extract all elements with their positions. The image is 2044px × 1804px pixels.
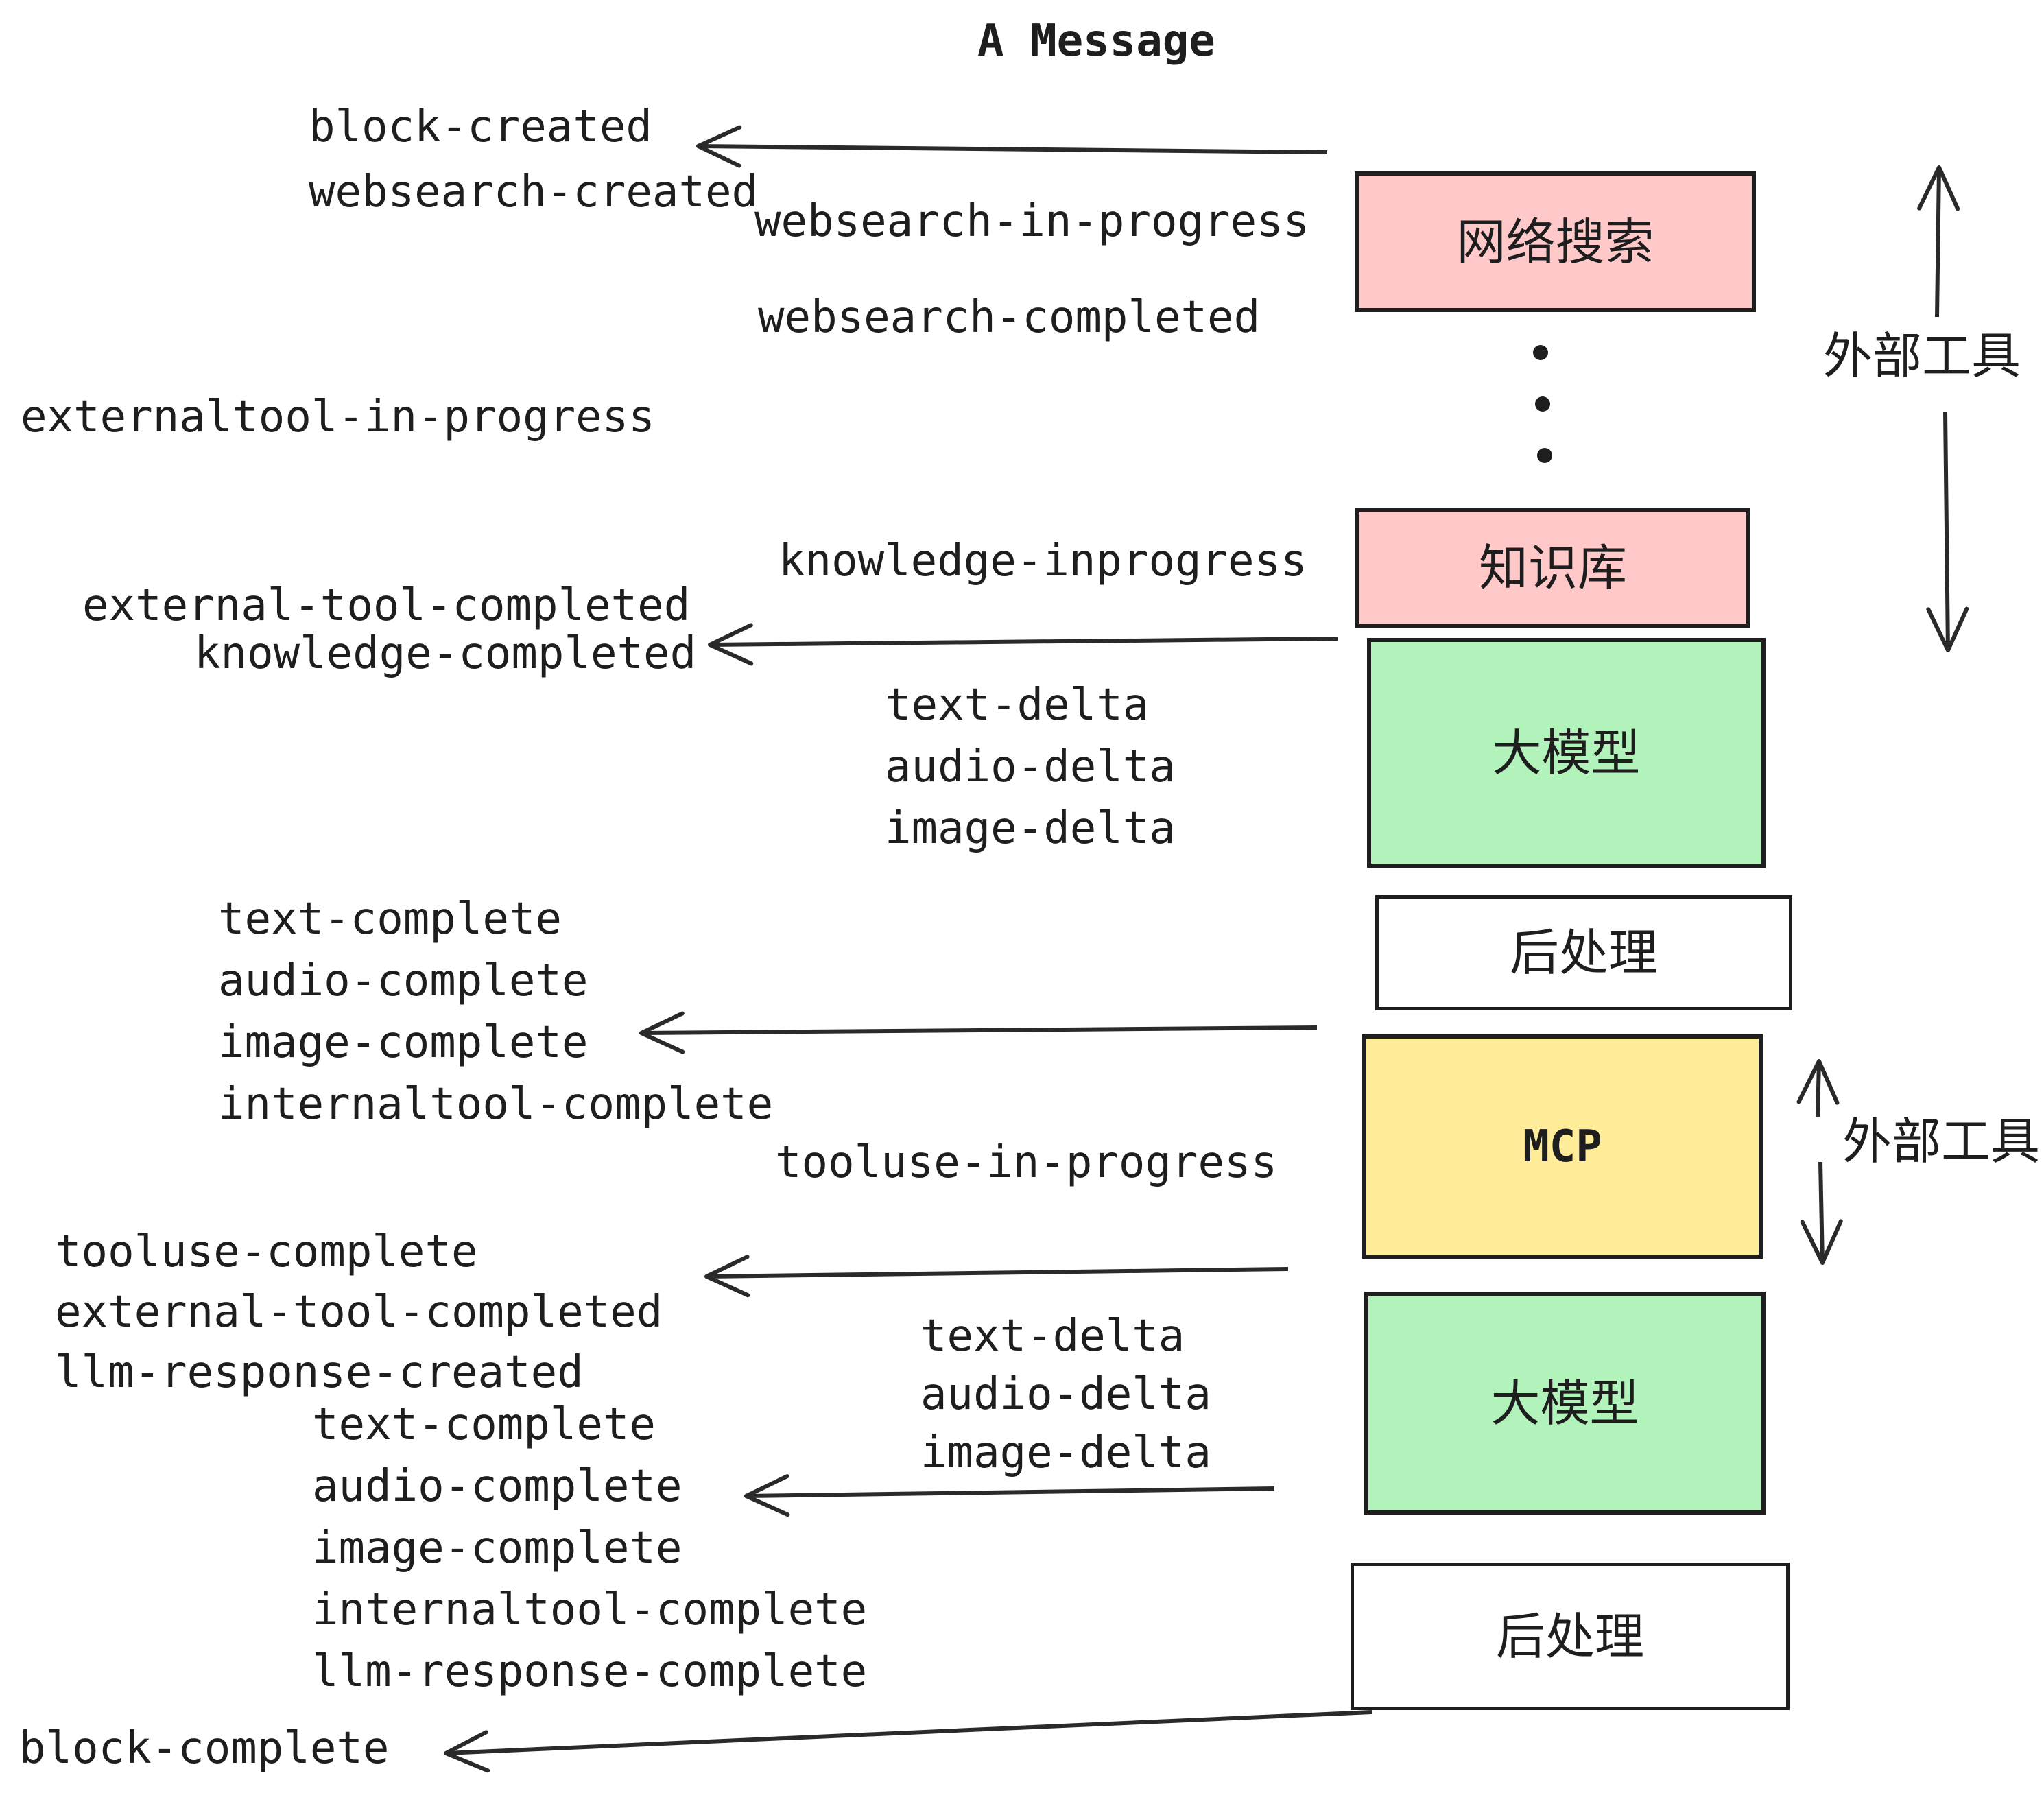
ellipsis-dot [1533,345,1548,360]
external-tools-down-arrow-2 [1800,1161,1843,1265]
external-tools-annotation-1: 外部工具 [1823,327,2021,385]
event-label-externaltool-in-progress: externaltool-in-progress [21,392,655,442]
arrow-tooluse-complete [704,1255,1289,1298]
event-label-external-tool-completed-2: external-tool-completed [55,1287,663,1338]
event-label-llm-response-complete: llm-response-complete [312,1646,868,1697]
arrow-knowledge-completed [708,623,1338,666]
node-postprocess-1: 后处理 [1375,895,1792,1010]
event-label-text-complete: text-complete [218,894,562,945]
arrow-audio-complete [744,1474,1275,1517]
event-label-internaltool-complete-2: internaltool-complete [312,1585,868,1635]
node-knowledge-label: 知识库 [1478,538,1627,597]
event-label-websearch-completed: websearch-completed [758,292,1261,343]
event-label-websearch-created: websearch-created [309,167,759,217]
event-label-block-complete: block-complete [19,1723,390,1774]
node-llm-1-label: 大模型 [1492,724,1641,782]
event-label-image-complete-2: image-complete [312,1523,682,1574]
ellipsis-dot [1535,396,1550,412]
event-label-image-delta-2: image-delta [920,1427,1211,1478]
event-label-external-tool-completed: external-tool-completed [82,580,691,631]
diagram-title: A Message [977,16,1215,67]
event-label-audio-complete-2: audio-complete [312,1461,682,1512]
external-tools-down-arrow [1926,411,1969,652]
arrow-image-complete [639,1011,1318,1054]
ellipsis-dot [1537,448,1552,463]
event-label-image-complete: image-complete [218,1017,589,1068]
external-tools-up-arrow [1917,165,1960,318]
node-llm-1: 大模型 [1367,638,1766,868]
node-llm-2: 大模型 [1364,1292,1766,1515]
event-label-text-delta: text-delta [885,680,1150,731]
arrow-block-created [696,125,1328,168]
event-label-llm-response-created: llm-response-created [55,1347,584,1398]
external-tools-annotation-2: 外部工具 [1842,1113,2041,1170]
arrow-block-complete [444,1710,1372,1773]
node-llm-2-label: 大模型 [1490,1374,1639,1432]
node-mcp: MCP [1362,1034,1763,1259]
event-label-websearch-in-progress: websearch-in-progress [754,196,1310,247]
event-label-tooluse-complete: tooluse-complete [55,1226,478,1277]
event-label-tooluse-in-progress: tooluse-in-progress [775,1137,1278,1188]
node-knowledge: 知识库 [1355,508,1750,628]
event-label-knowledge-inprogress: knowledge-inprogress [779,536,1307,586]
event-label-block-created: block-created [309,102,652,152]
external-tools-up-arrow-2 [1796,1059,1840,1117]
event-label-text-complete-2: text-complete [312,1399,656,1450]
node-postprocess-2-label: 后处理 [1495,1607,1644,1665]
event-label-text-delta-2: text-delta [920,1311,1185,1362]
event-label-audio-complete: audio-complete [218,956,589,1006]
event-label-audio-delta-2: audio-delta [920,1369,1211,1420]
event-label-knowledge-completed: knowledge-completed [194,628,697,679]
node-mcp-label: MCP [1523,1121,1602,1172]
event-label-image-delta: image-delta [885,803,1176,854]
node-postprocess-2: 后处理 [1351,1563,1790,1710]
event-label-audio-delta: audio-delta [885,741,1176,792]
node-websearch: 网络搜索 [1355,171,1756,312]
event-label-internaltool-complete: internaltool-complete [218,1079,774,1130]
node-websearch-label: 网络搜索 [1456,213,1654,271]
node-postprocess-1-label: 后处理 [1509,924,1658,982]
